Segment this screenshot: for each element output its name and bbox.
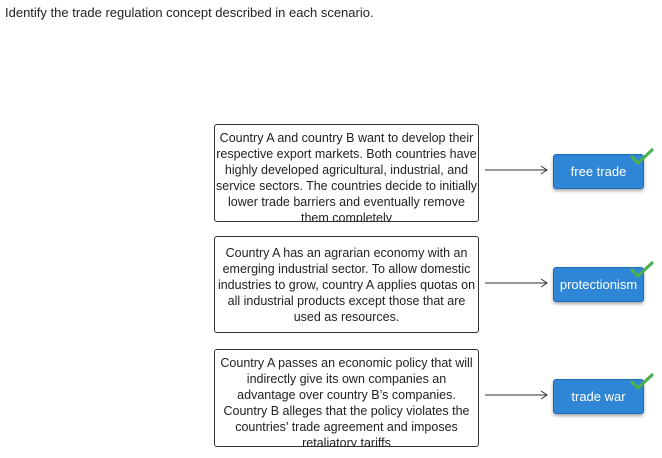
scenario-1-box: Country A and country B want to develop … [214,124,479,222]
answer-3-label: trade war [571,389,626,404]
scenario-2-box: Country A has an agrarian economy with a… [214,236,479,333]
scenario-1-text: Country A and country B want to develop … [216,131,477,222]
answer-free-trade[interactable]: free trade [553,154,644,189]
checkmark-icon [630,373,654,390]
answer-2-label: protectionism [559,277,638,292]
right-arrow-icon [485,390,548,400]
instructions-text: Identify the trade regulation concept de… [5,5,374,20]
checkmark-icon [630,261,654,278]
right-arrow-icon [485,165,548,175]
answer-protectionism[interactable]: protectionism [553,267,644,302]
scenario-3-box: Country A passes an economic policy that… [214,349,479,447]
checkmark-icon [630,148,654,165]
answer-1-label: free trade [570,164,627,179]
scenario-3-text: Country A passes an economic policy that… [220,356,473,447]
scenario-2-text: Country A has an agrarian economy with a… [217,245,476,324]
right-arrow-icon [485,278,548,288]
answer-trade-war[interactable]: trade war [553,379,644,414]
